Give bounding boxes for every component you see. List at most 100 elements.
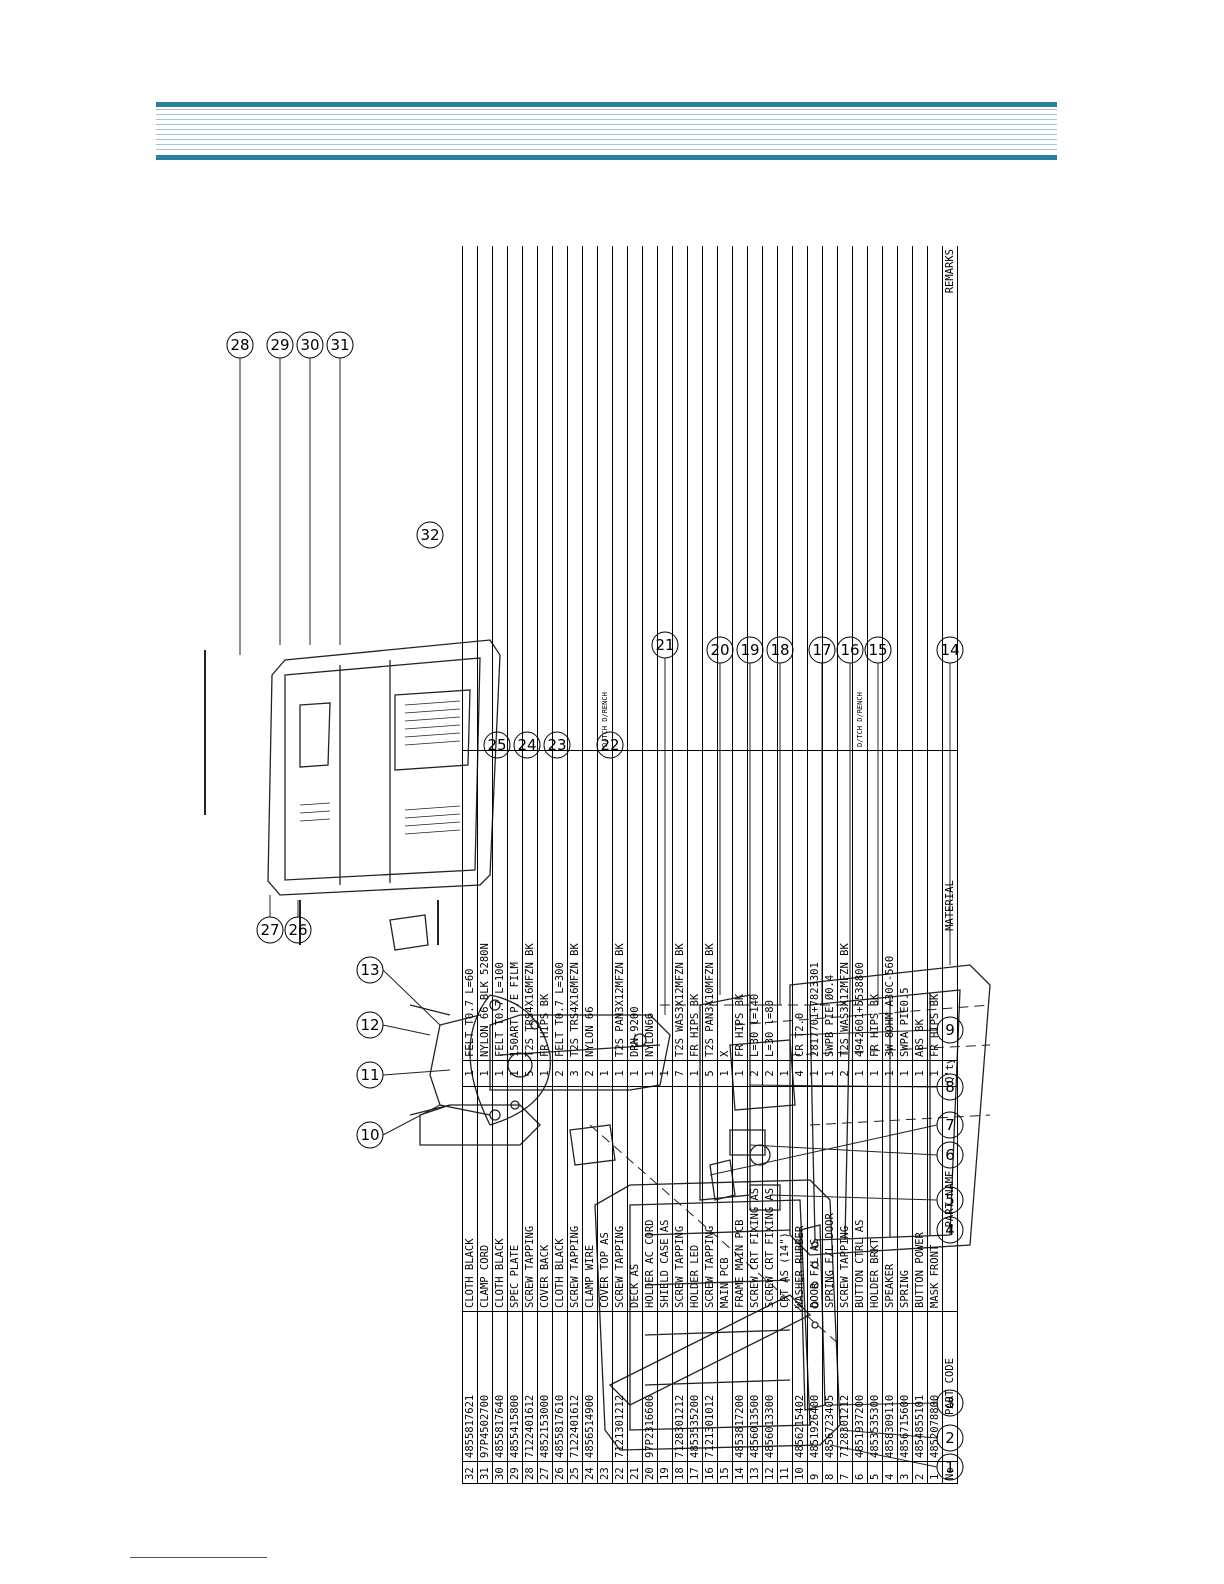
parts-cell-name: BUTTON CTRL AS [852,1086,868,1312]
parts-cell-remarks [762,246,778,751]
parts-cell-material: FR HIPS BK [687,750,703,1061]
svg-text:24: 24 [517,736,536,754]
header-band [156,102,1057,160]
parts-cell-remarks [927,246,943,751]
svg-text:7: 7 [945,1116,955,1134]
parts-cell-name: SCREW TAPPING [522,1086,538,1312]
parts-cell-no: 25 [567,1461,583,1484]
parts-cell-remarks [642,246,658,751]
callout-12: 12 [356,1011,384,1039]
parts-cell-name: MAIN PCB [717,1086,733,1312]
parts-cell-material: T2S WAS3X12MFZN BK [837,750,853,1061]
parts-cell-material: T2S TRS4X16MFZN BK [567,750,583,1061]
parts-cell-name: SCREW CRT FIXING AS [762,1086,778,1312]
parts-cell-remarks [522,246,538,751]
svg-text:14: 14 [940,641,959,659]
parts-cell-material: DRN-9200 [627,750,643,1061]
parts-cell-code: 4858309110 [882,1311,898,1462]
parts-cell-qty: 1 [717,1060,733,1087]
parts-cell-remarks [702,246,718,751]
callout-4: 4 [936,1216,964,1244]
svg-text:3: 3 [945,1394,955,1412]
parts-cell-no: 32 [462,1461,478,1484]
parts-cell-code [597,1311,613,1462]
parts-cell-code: 4851926400 [807,1311,823,1462]
svg-text:29: 29 [270,336,289,354]
parts-cell-material: T2S WAS3X12MFZN BK [672,750,688,1061]
callout-10: 10 [356,1121,384,1149]
parts-cell-qty: 3 [567,1060,583,1087]
parts-cell-no: 11 [777,1461,793,1484]
header-bar-top [156,102,1057,107]
parts-cell-qty: 7 [672,1060,688,1087]
parts-cell-qty: 2 [552,1060,568,1087]
parts-cell-code: 97P2316600 [642,1311,658,1462]
svg-text:8: 8 [945,1078,955,1096]
parts-cell-no: 19 [657,1461,673,1484]
parts-header-qty: Q'ty [942,1060,958,1087]
parts-cell-material: NYLON66 [642,750,658,1061]
parts-cell-qty: 5 [522,1060,538,1087]
parts-cell-code: 4854855101 [912,1311,928,1462]
svg-text:5: 5 [945,1191,955,1209]
svg-text:11: 11 [360,1066,379,1084]
parts-cell-remarks [612,246,628,751]
parts-cell-name: CLOTH BLACK [462,1086,478,1312]
parts-cell-qty: 1 [642,1060,658,1087]
svg-text:13: 13 [360,961,379,979]
parts-cell-material: FR HIPS BK [927,750,943,1061]
parts-cell-code: 4853817200 [732,1311,748,1462]
parts-cell-remarks [912,246,928,751]
parts-cell-no: 29 [507,1461,523,1484]
parts-cell-no: 8 [822,1461,838,1484]
parts-cell-material: X [717,750,733,1061]
parts-cell-code [777,1311,793,1462]
parts-cell-no: 13 [747,1461,763,1484]
callout-27: 27 [256,916,284,944]
parts-cell-material: SWPA PIE0.5 [897,750,913,1061]
parts-header-remarks: REMARKS [942,246,958,751]
parts-cell-code: 4855415800 [507,1311,523,1462]
svg-text:26: 26 [288,921,307,939]
parts-cell-remarks: D/TCH D/RENCH [597,246,613,751]
parts-cell-qty: 4 [792,1060,808,1087]
parts-cell-qty: 1 [627,1060,643,1087]
callout-23: 23 [543,731,571,759]
parts-cell-material: NYLON 66 BLK 5280N [477,750,493,1061]
parts-cell-no: 18 [672,1461,688,1484]
svg-text:16: 16 [840,641,859,659]
parts-cell-qty: 1 [612,1060,628,1087]
parts-cell-no: 1 [927,1461,943,1484]
parts-cell-no: 3 [897,1461,913,1484]
parts-cell-name: SCREW CRT FIXING AS [747,1086,763,1312]
svg-text:30: 30 [300,336,319,354]
parts-header-name: PART NAME [942,1086,958,1312]
parts-cell-remarks [507,246,523,751]
parts-cell-qty: 1 [912,1060,928,1087]
parts-cell-qty: 2 [762,1060,778,1087]
parts-cell-code: 4851937200 [852,1311,868,1462]
parts-cell-code: 4856013300 [762,1311,778,1462]
parts-cell-material: NYLON 66 [582,750,598,1061]
parts-cell-qty: 1 [777,1060,793,1087]
svg-text:15: 15 [868,641,887,659]
parts-cell-no: 15 [717,1461,733,1484]
parts-cell-material: FR HIPS BK [867,750,883,1061]
parts-cell-code: 4855817610 [552,1311,568,1462]
parts-cell-code: 4853535300 [867,1311,883,1462]
parts-cell-qty: 1 [867,1060,883,1087]
parts-cell-code: 7122401612 [522,1311,538,1462]
parts-cell-remarks [897,246,913,751]
parts-cell-qty: 2 [582,1060,598,1087]
